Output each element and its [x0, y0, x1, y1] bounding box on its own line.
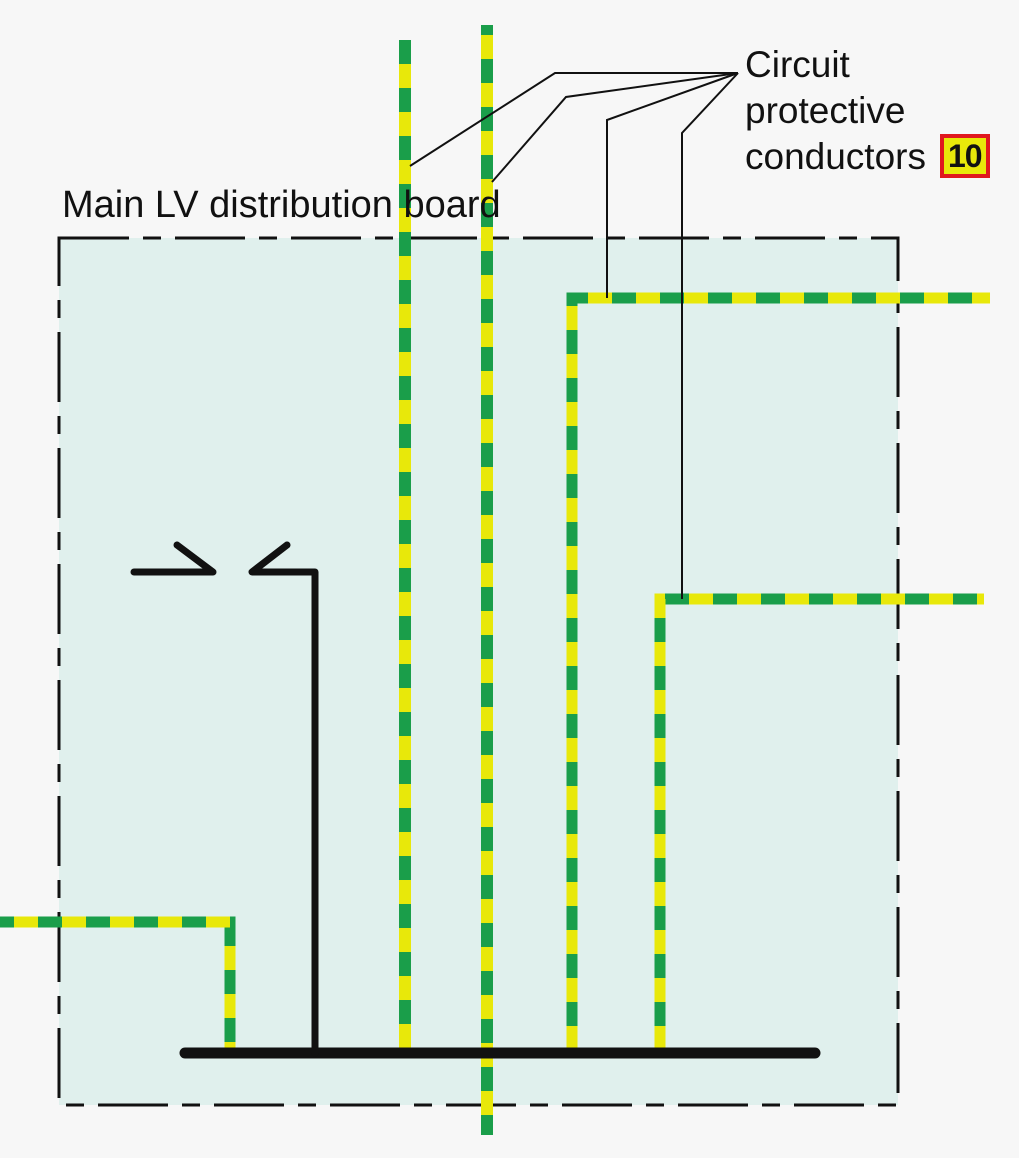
- board-label: Main LV distribution board: [62, 184, 501, 226]
- callout-leader-lines: [409, 72, 739, 599]
- isolating-link: [130, 541, 319, 1057]
- callout-line-1: Circuit: [745, 44, 850, 85]
- callout-line-3-text: conductors: [745, 136, 926, 177]
- board-enclosure: [57, 236, 900, 1107]
- reference-badge: 10: [940, 134, 990, 179]
- cpc-4: [654, 593, 984, 1050]
- cpc-3: [566, 292, 990, 1050]
- board-fill: [59, 238, 898, 1105]
- callout-line-2: protective: [745, 90, 906, 131]
- callout-label: Circuit protective conductors 10: [745, 42, 990, 181]
- callout-line-3: conductors 10: [745, 134, 990, 181]
- incoming-earth-conductor: [0, 916, 236, 1050]
